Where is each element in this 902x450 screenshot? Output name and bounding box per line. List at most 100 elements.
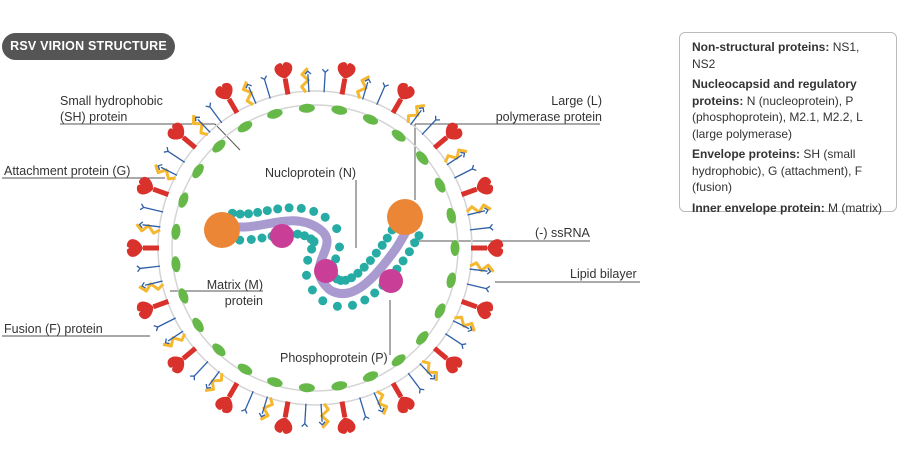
nucleoprotein-bead [371,248,381,258]
fusion-protein-stalk [226,381,240,399]
fusion-protein-stalk [339,401,348,418]
sh-protein-fork [418,107,425,113]
sh-protein-fork [163,147,169,153]
fusion-protein-head [215,396,233,414]
sh-protein-stem [444,333,463,346]
sh-protein-stem [261,396,269,415]
nucleoprotein-bead [307,244,317,254]
sh-protein-fork [434,115,440,121]
sh-protein-stem [359,397,367,417]
membrane-unit [204,370,224,393]
matrix-protein [391,354,406,367]
membrane-unit [191,114,226,153]
attachment-protein [138,282,165,293]
sh-protein-stem [157,317,176,328]
nucleoprotein-bead [335,242,344,252]
sh-protein-stem [376,86,386,106]
sh-protein-fork [138,221,144,229]
membrane-unit [446,203,492,224]
membrane-unit [154,163,178,181]
nucleoprotein-bead [414,231,424,241]
membrane-unit [274,62,293,95]
nucleoprotein-bead [303,255,313,265]
matrix-protein [237,121,253,133]
fusion-protein-head [167,356,185,374]
membrane-unit [469,223,494,231]
membrane-unit [390,381,415,414]
nucleoprotein-bead [331,254,341,264]
matrix-protein [391,129,406,142]
sh-protein-stem [320,403,323,422]
sh-protein-stem [452,320,470,330]
sh-protein-fork [157,163,163,171]
matrix-protein [450,240,460,256]
sh-protein-stem [469,268,488,272]
matrix-protein [212,139,226,153]
membrane-unit [241,81,257,107]
matrix-protein [446,207,457,224]
membrane-unit [446,272,491,293]
fusion-protein-stalk [181,346,198,361]
membrane-unit [450,239,504,257]
attachment-protein [191,114,209,136]
phosphoprotein [314,259,338,283]
sh-protein-fork [260,75,268,81]
membrane-unit [460,299,494,320]
sh-protein-fork [205,383,212,389]
label-nucleoprotein: Nucloprotein (N) [265,166,357,180]
title-badge: RSV VIRION STRUCTURE [2,33,175,60]
attachment-protein [356,75,371,99]
fusion-protein-stalk [432,346,449,361]
membrane-unit [444,333,467,349]
nucleoprotein-bead [253,207,263,217]
sh-protein-stem [469,226,490,231]
matrix-protein [298,383,315,393]
fusion-protein-stalk [460,299,478,310]
attachment-protein [259,397,274,421]
nucleoprotein-bead [318,296,328,306]
sh-protein-stem [446,154,463,166]
fusion-protein-stalk [282,401,291,418]
matrix-protein [212,343,226,357]
nucleoprotein-bead [365,256,375,265]
sh-protein-stem [407,372,421,390]
sh-protein-fork [418,388,425,394]
sh-protein-stem [197,118,211,133]
membrane-unit [298,67,315,113]
sh-protein-stem [419,363,433,378]
matrix-protein [416,151,429,165]
sh-protein-fork [258,412,266,418]
fusion-protein-head [397,82,415,100]
nucleoprotein-bead [235,209,245,219]
matrix-protein [434,303,446,319]
nucleoprotein-bead [359,262,369,272]
nucleoprotein-bead [284,203,294,213]
sh-protein-fork [153,325,159,332]
nucleoprotein-bead [332,224,342,234]
label-phosphoprotein: Phosphoprotein (P) [280,351,388,365]
fusion-protein-head [337,417,356,434]
sh-protein-fork [362,415,370,421]
matrix-protein [171,256,181,273]
fusion-protein-head [476,176,494,195]
fusion-protein-head [167,122,185,140]
membrane-unit [416,122,463,165]
sh-protein-fork [429,374,436,380]
sh-protein-stem [263,79,271,99]
sh-protein-stem [167,330,184,342]
matrix-protein [331,105,348,115]
matrix-protein [171,223,181,240]
matrix-protein [267,377,283,388]
fusion-protein-stalk [143,245,159,251]
matrix-protein [237,363,253,375]
nucleoprotein-bead [360,295,370,305]
membrane-unit [241,390,254,414]
info-item: Envelope proteins: SH (small hydrophobic… [692,147,863,194]
sh-protein-stem [143,206,164,213]
nucleoprotein-bead [309,206,319,216]
sh-protein-stem [144,280,163,286]
sh-protein-fork [141,281,146,289]
membrane-unit [136,256,181,273]
membrane-unit [136,176,189,208]
nucleoprotein-bead [244,209,253,219]
